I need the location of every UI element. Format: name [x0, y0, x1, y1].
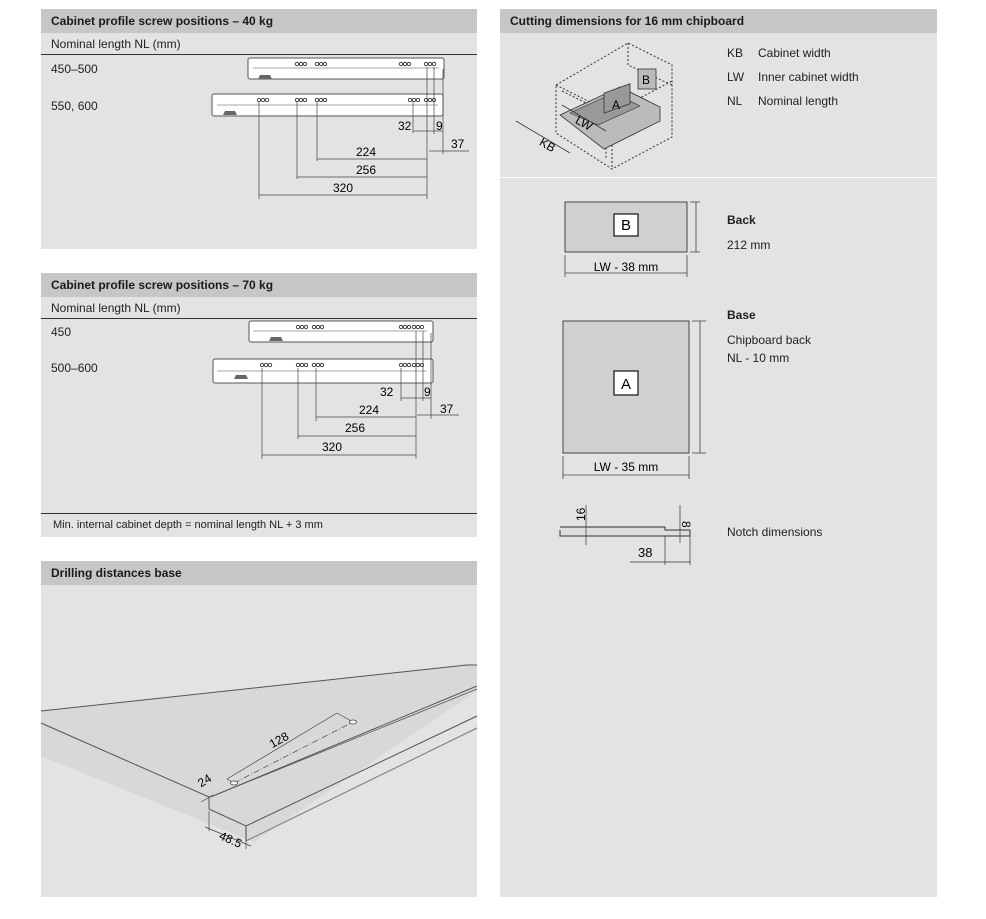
legend-kb-code: KB: [727, 46, 744, 60]
row-label-40-1: 450–500: [51, 62, 98, 76]
legend-nl-text: Nominal length: [758, 94, 839, 108]
iso-label-a: A: [612, 98, 620, 112]
back-dim: LW - 38 mm: [594, 260, 658, 274]
legend-lw-text: Inner cabinet width: [758, 70, 859, 84]
dim-9-70: 9: [424, 385, 431, 399]
panel-40kg-subtitle: Nominal length NL (mm): [41, 33, 477, 55]
notch-dim-38: 38: [638, 545, 652, 560]
base-dim: LW - 35 mm: [594, 460, 658, 474]
base-line1: Chipboard back: [727, 333, 812, 347]
dim-32-70: 32: [380, 385, 394, 399]
panel-70kg: Cabinet profile screw positions – 70 kg …: [41, 273, 477, 537]
panel-cutting: Cutting dimensions for 16 mm chipboard B…: [500, 9, 937, 897]
dim-320-40: 320: [333, 181, 353, 195]
row-label-70-2: 500–600: [51, 361, 98, 375]
notch-dim-8: 8: [679, 521, 693, 528]
legend-lw-code: LW: [727, 70, 745, 84]
profile-diagram-40kg: 32 9 37 224 256 320: [211, 57, 469, 199]
dim-224-70: 224: [359, 403, 379, 417]
panel-70kg-title: Cabinet profile screw positions – 70 kg: [41, 273, 477, 297]
panel-70kg-subtitle: Nominal length NL (mm): [41, 297, 477, 319]
back-value: 212 mm: [727, 238, 771, 252]
panel-drilling-title: Drilling distances base: [41, 561, 477, 585]
base-title: Base: [727, 308, 756, 322]
iso-label-kb: KB: [537, 135, 558, 155]
isometric-cabinet-diagram: B A LW KB B LW - 38 mm A LW - 35 mm 16 8…: [515, 42, 706, 565]
panel-40kg-title: Cabinet profile screw positions – 40 kg: [41, 9, 477, 33]
dim-320-70: 320: [322, 440, 342, 454]
drilling-diagram: 128 24 48.5: [40, 664, 478, 851]
panel-40kg: Cabinet profile screw positions – 40 kg …: [41, 9, 477, 249]
row-label-70-1: 450: [51, 325, 72, 339]
dim-256-70: 256: [345, 421, 365, 435]
dim-37-70: 37: [440, 402, 454, 416]
row-label-40-2: 550, 600: [51, 99, 98, 113]
notch-label: Notch dimensions: [727, 525, 823, 539]
legend-kb-text: Cabinet width: [758, 46, 831, 60]
dim-256-40: 256: [356, 163, 376, 177]
back-letter: B: [621, 217, 631, 234]
notch-dim-16: 16: [574, 507, 588, 521]
min-depth-note: Min. internal cabinet depth = nominal le…: [41, 513, 477, 535]
panel-drilling: Drilling distances base 128 24 48.5: [40, 561, 478, 897]
dim-37-40: 37: [451, 137, 465, 151]
dim-9-40: 9: [436, 119, 443, 133]
panel-cutting-title: Cutting dimensions for 16 mm chipboard: [500, 9, 937, 33]
profile-diagram-70kg: 32 9 37 224 256 320: [212, 320, 459, 459]
base-letter: A: [621, 376, 631, 393]
legend-nl-code: NL: [727, 94, 743, 108]
dim-224-40: 224: [356, 145, 376, 159]
base-line2: NL - 10 mm: [727, 351, 790, 365]
dim-32-40: 32: [398, 119, 412, 133]
section-divider: [500, 177, 937, 178]
back-title: Back: [727, 213, 756, 227]
iso-label-b: B: [642, 73, 650, 87]
